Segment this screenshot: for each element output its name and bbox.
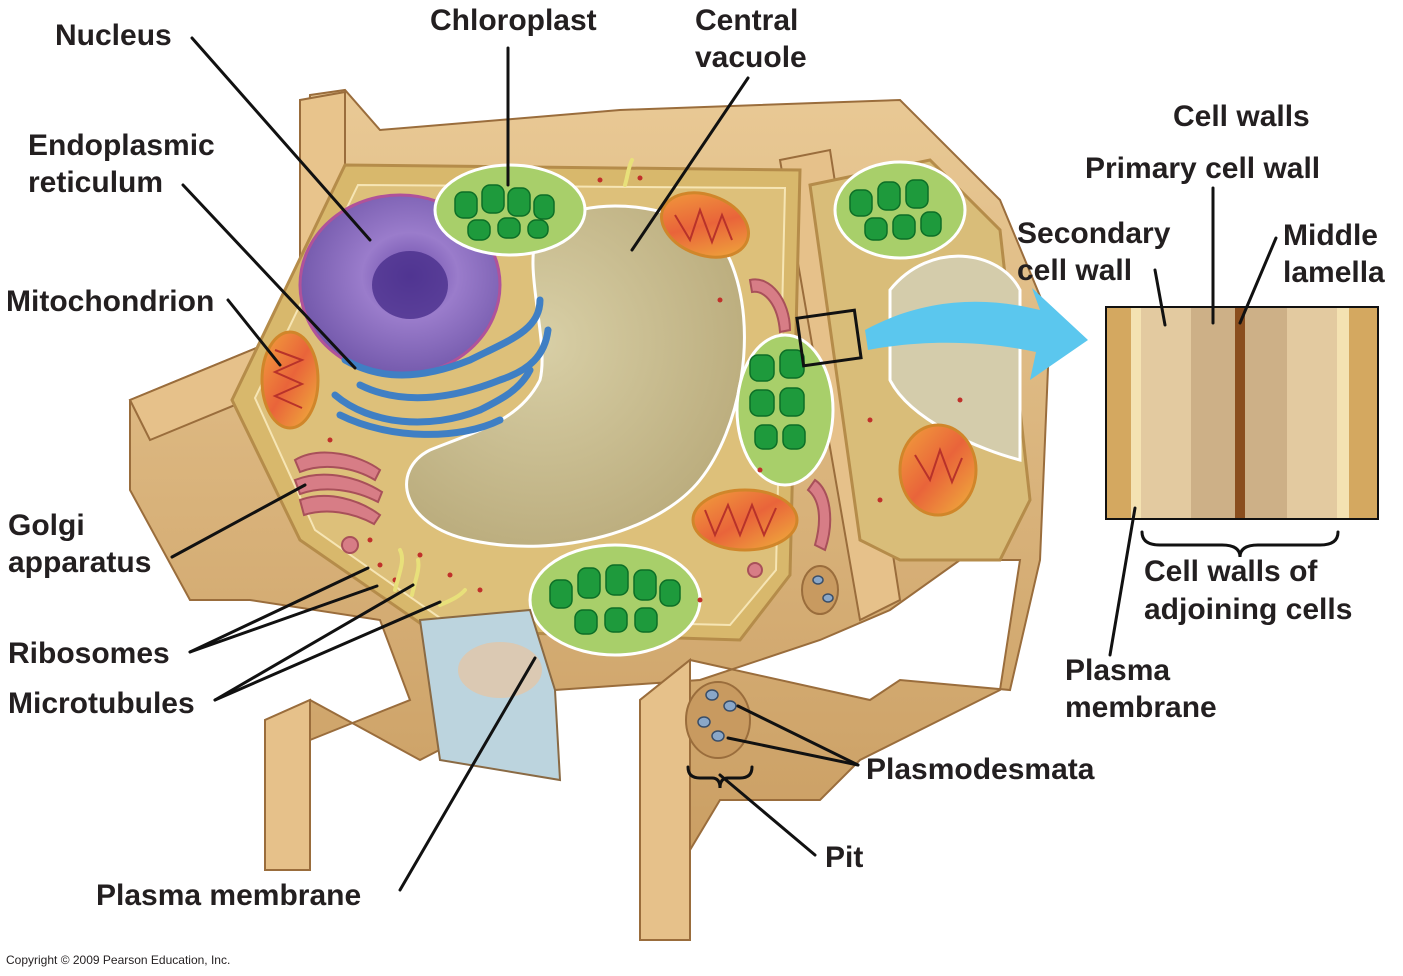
microtubules (393, 158, 634, 607)
label-adjoining-line1: Cell walls of (1144, 555, 1318, 588)
label-plasmodesmata: Plasmodesmata (866, 753, 1095, 786)
zoom-box (795, 308, 863, 368)
mitochondrion-neighbour (898, 423, 978, 517)
label-pit: Pit (825, 841, 863, 874)
zoom-arrow (865, 288, 1088, 380)
label-middle-lamella-line2: lamella (1283, 256, 1385, 289)
endoplasmic-reticulum (331, 296, 552, 438)
label-er-line1: Endoplasmic (28, 129, 215, 162)
ribosomes-dots (327, 175, 963, 603)
label-secondary-cell-wall-line2: cell wall (1017, 254, 1132, 287)
mitochondrion-left (260, 330, 320, 430)
label-golgi-line2: apparatus (8, 546, 151, 579)
leader-lines (170, 36, 1340, 892)
chloroplast-bottom (528, 543, 702, 657)
label-microtubules: Microtubules (8, 687, 195, 720)
label-er-line2: reticulum (28, 166, 163, 199)
chloroplast-right (735, 333, 835, 487)
label-central-vacuole-line2: vacuole (695, 41, 807, 74)
label-cell-walls: Cell walls (1173, 100, 1310, 133)
label-adjoining-line2: adjoining cells (1144, 593, 1352, 626)
label-secondary-cell-wall-line1: Secondary (1017, 217, 1171, 250)
chloroplast-top (433, 163, 587, 257)
copyright-notice: Copyright © 2009 Pearson Education, Inc. (6, 953, 230, 967)
golgi-apparatus (293, 278, 832, 578)
label-ribosomes: Ribosomes (8, 637, 170, 670)
label-plasma-membrane-right-line1: Plasma (1065, 654, 1170, 687)
label-plasma-membrane-right-line2: membrane (1065, 691, 1217, 724)
label-chloroplast: Chloroplast (430, 4, 597, 37)
mitochondrion-bottom (691, 488, 799, 552)
chloroplast-neighbour (833, 160, 967, 260)
label-plasma-membrane-bottom: Plasma membrane (96, 879, 361, 912)
label-nucleus: Nucleus (55, 19, 172, 52)
label-primary-cell-wall: Primary cell wall (1085, 152, 1320, 185)
mitochondrion-top (659, 191, 751, 259)
label-central-vacuole-line1: Central (695, 4, 798, 37)
labels: Nucleus Chloroplast Central vacuole Endo… (6, 4, 1385, 967)
label-middle-lamella-line1: Middle (1283, 219, 1378, 252)
label-mitochondrion: Mitochondrion (6, 285, 214, 318)
label-golgi-line1: Golgi (8, 509, 85, 542)
cell-wall-layers-panel (1105, 306, 1379, 520)
